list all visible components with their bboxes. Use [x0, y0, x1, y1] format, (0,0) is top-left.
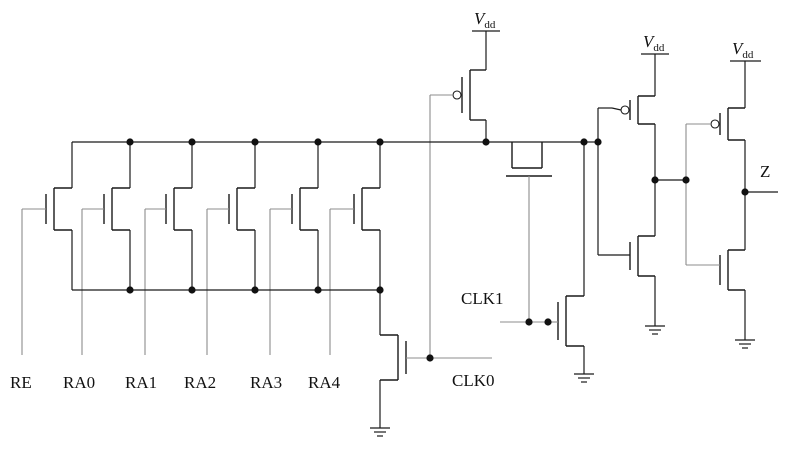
output-label-z: Z — [760, 162, 770, 181]
svg-text:Vdd: Vdd — [474, 9, 496, 31]
svg-text:Vdd: Vdd — [732, 39, 754, 61]
nmos-ra1 — [144, 142, 193, 355]
junction-dots — [126, 138, 749, 362]
input-label-ra2: RA2 — [184, 373, 216, 392]
nmos-ra0 — [81, 142, 131, 355]
foot-nmos-clk1 — [548, 142, 585, 374]
vdd-rail-inverter2: Vdd — [730, 39, 761, 108]
dynamic-node-wires — [71, 107, 612, 255]
inverter2 — [686, 107, 778, 340]
ground-icon — [735, 339, 755, 349]
ground-icon — [370, 427, 390, 437]
nmos-ra3 — [269, 142, 319, 355]
nmos-ra2 — [206, 142, 256, 355]
vdd-rail-inverter1: Vdd — [641, 32, 669, 96]
input-label-ra3: RA3 — [250, 373, 282, 392]
evaluate-nmos-clk0 — [379, 334, 492, 428]
nmos-ra4 — [329, 142, 381, 355]
clock-label-clk1: CLK1 — [461, 289, 504, 308]
input-label-ra1: RA1 — [125, 373, 157, 392]
vdd-rail-precharge: Vdd — [472, 9, 500, 70]
inverter1 — [598, 95, 656, 326]
nmos-re — [21, 187, 73, 355]
pass-transistor-clk1 — [500, 142, 552, 323]
input-label-ra0: RA0 — [63, 373, 95, 392]
input-label-re: RE — [10, 373, 32, 392]
ground-icon — [574, 373, 594, 383]
precharge-pmos — [429, 69, 487, 358]
ground-icon — [645, 325, 665, 335]
clock-label-clk0: CLK0 — [452, 371, 495, 390]
inter-stage-wire — [655, 124, 687, 265]
input-label-ra4: RA4 — [308, 373, 341, 392]
svg-text:Vdd: Vdd — [643, 32, 665, 54]
source-bus — [72, 289, 381, 335]
